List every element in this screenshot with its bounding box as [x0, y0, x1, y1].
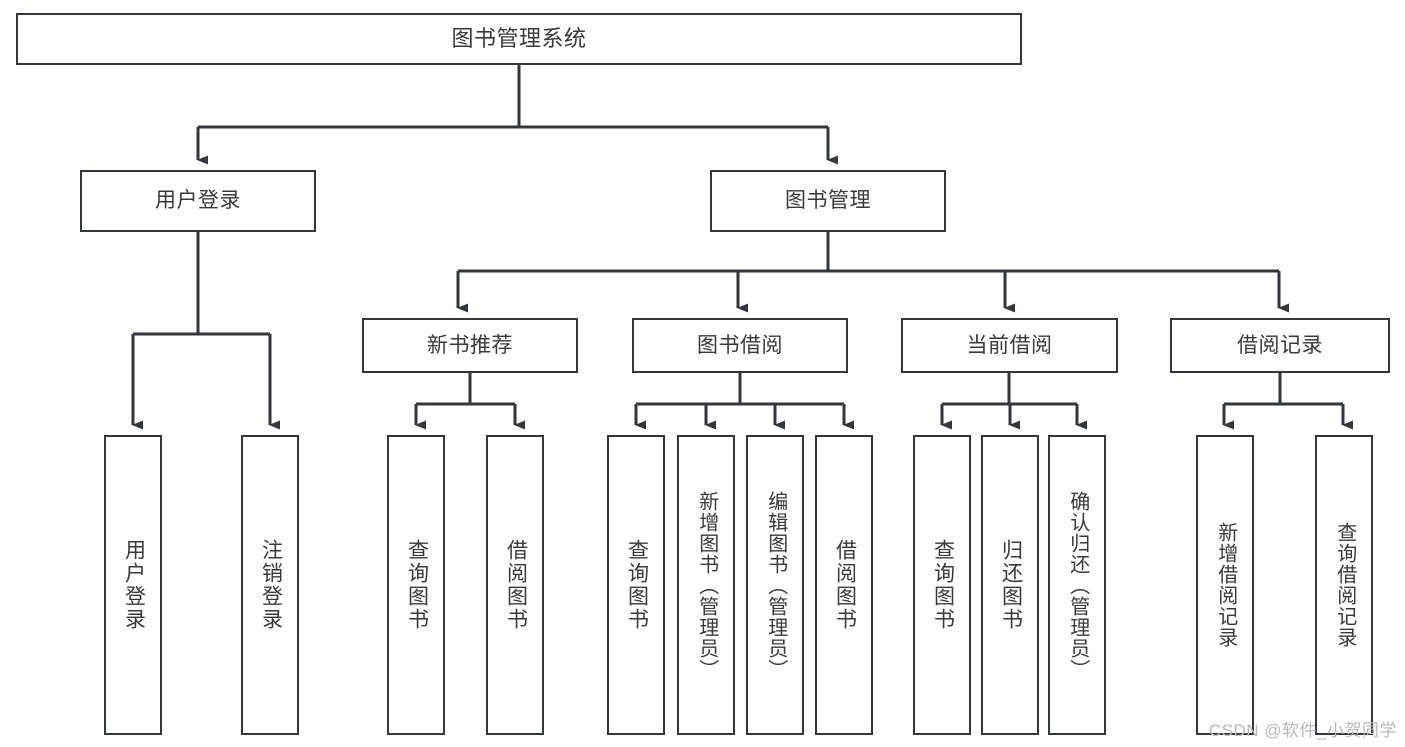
- node-leaf-add-book-admin[interactable]: 新增图书（管理员）: [677, 435, 735, 735]
- csdn-watermark: CSDN @软件_小贺同学: [1208, 721, 1397, 740]
- node-label: 新增借阅记录: [1214, 522, 1237, 648]
- node-leaf-borrow-book-new-rec[interactable]: 借阅图书: [486, 435, 544, 735]
- node-label: 新增图书（管理员）: [695, 490, 718, 680]
- node-leaf-edit-book-admin[interactable]: 编辑图书（管理员）: [746, 435, 804, 735]
- node-label: 查询图书: [405, 539, 429, 631]
- node-book-borrowing[interactable]: 图书借阅: [632, 318, 848, 373]
- node-label: 借阅图书: [833, 539, 857, 631]
- node-label: 查询借阅记录: [1333, 522, 1356, 648]
- node-label: 用户登录: [122, 539, 146, 631]
- node-new-book-recommendation[interactable]: 新书推荐: [362, 318, 578, 373]
- node-label: 借阅记录: [1237, 333, 1323, 357]
- node-label: 确认归还（管理员）: [1066, 490, 1089, 680]
- node-leaf-logout[interactable]: 注销登录: [241, 435, 299, 735]
- node-label: 编辑图书（管理员）: [764, 490, 787, 680]
- node-label: 借阅图书: [504, 539, 528, 631]
- node-leaf-confirm-return-admin[interactable]: 确认归还（管理员）: [1048, 435, 1106, 735]
- node-label: 新书推荐: [427, 333, 513, 357]
- node-user-login[interactable]: 用户登录: [80, 170, 316, 232]
- node-label: 用户登录: [155, 189, 241, 213]
- node-leaf-query-book-new-rec[interactable]: 查询图书: [387, 435, 445, 735]
- node-label: 查询图书: [625, 539, 649, 631]
- node-label: 当前借阅: [966, 333, 1053, 357]
- node-label: 归还图书: [999, 539, 1023, 631]
- node-label: 查询图书: [931, 539, 955, 631]
- node-label: 注销登录: [259, 539, 283, 631]
- node-leaf-query-book-borrow[interactable]: 查询图书: [607, 435, 665, 735]
- node-leaf-add-borrow-record[interactable]: 新增借阅记录: [1196, 435, 1254, 735]
- node-leaf-query-book-current[interactable]: 查询图书: [913, 435, 971, 735]
- node-label: 图书管理: [785, 189, 871, 213]
- node-leaf-query-borrow-record[interactable]: 查询借阅记录: [1315, 435, 1373, 735]
- node-leaf-borrow-book-borrow[interactable]: 借阅图书: [815, 435, 873, 735]
- node-root-book-management-system[interactable]: 图书管理系统: [16, 13, 1022, 65]
- node-label: 图书管理系统: [451, 25, 587, 51]
- node-book-management[interactable]: 图书管理: [710, 170, 946, 232]
- node-label: 图书借阅: [697, 333, 783, 357]
- node-borrowing-record[interactable]: 借阅记录: [1170, 318, 1390, 373]
- node-leaf-return-book[interactable]: 归还图书: [981, 435, 1039, 735]
- node-current-borrowing[interactable]: 当前借阅: [901, 318, 1118, 373]
- node-leaf-user-login[interactable]: 用户登录: [104, 435, 162, 735]
